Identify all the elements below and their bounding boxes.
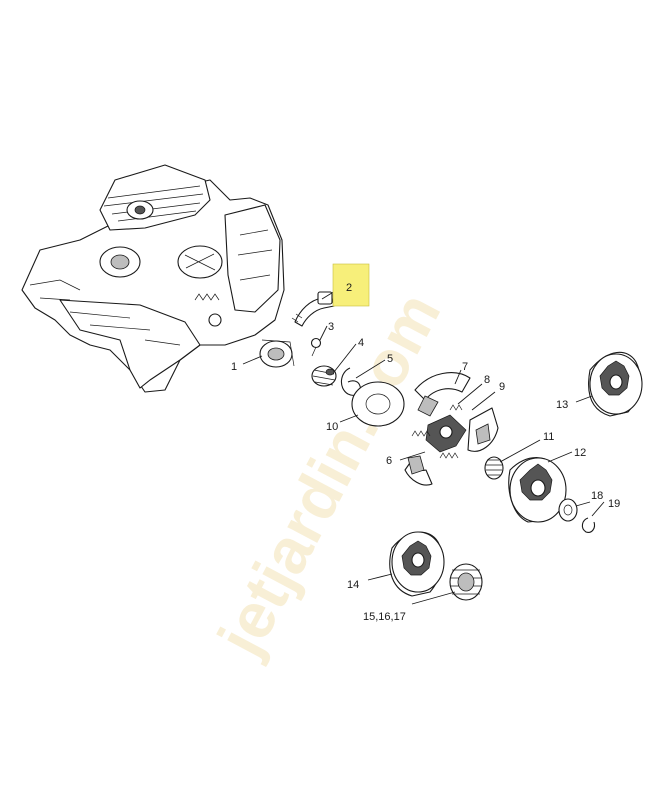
part-rim-drum [389, 531, 445, 597]
part-washer [558, 498, 578, 522]
label-parts-15-16-17: 15,16,17 [363, 611, 406, 623]
part-e-clip [581, 517, 596, 533]
label-part-11: 11 [543, 431, 554, 443]
label-part-4: 4 [358, 337, 364, 349]
part-rim-sprocket [449, 563, 483, 601]
label-part-7: 7 [462, 361, 468, 373]
label-part-13: 13 [556, 399, 568, 411]
label-part-3: 3 [328, 321, 334, 333]
part-screw [310, 337, 322, 357]
part-clutch-assembly [404, 372, 499, 486]
label-part-19: 19 [608, 498, 620, 510]
label-part-14: 14 [347, 579, 359, 591]
label-part-9: 9 [499, 381, 505, 393]
label-part-5: 5 [387, 353, 393, 365]
callout-labels: 2 1 3 4 5 6 7 8 9 10 11 12 13 14 15,16,1… [231, 282, 620, 623]
label-part-10: 10 [326, 421, 338, 433]
label-part-18: 18 [591, 490, 603, 502]
label-part-8: 8 [484, 374, 490, 386]
label-part-2: 2 [346, 282, 352, 294]
part-oil-pump [259, 339, 295, 368]
part-clutch-drum [508, 457, 567, 523]
part-drum-alt [588, 351, 643, 417]
part-needle-bearing [484, 456, 504, 480]
engine-housing [21, 164, 285, 393]
highlight-box-part-2 [332, 263, 370, 307]
label-part-1: 1 [231, 361, 237, 373]
label-part-12: 12 [574, 447, 586, 459]
label-part-6: 6 [386, 455, 392, 467]
part-thrust-washer [351, 381, 405, 427]
part-worm-gear [311, 365, 337, 387]
leader-lines [242, 287, 605, 605]
